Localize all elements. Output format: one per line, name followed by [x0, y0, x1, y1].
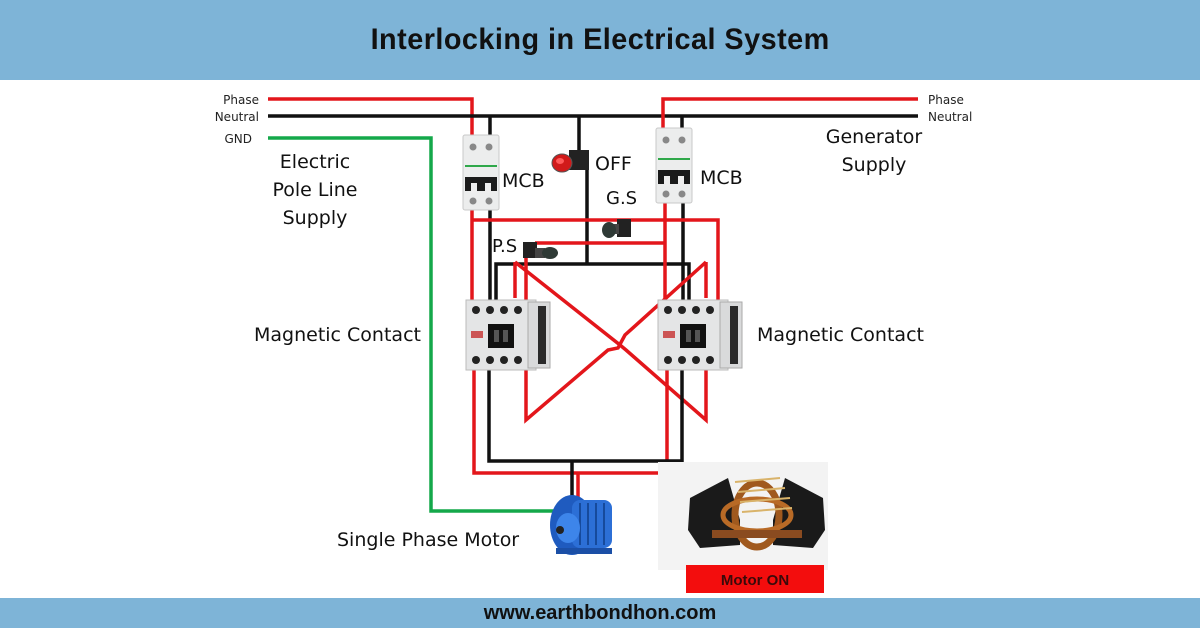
- motor-rotor-illustration: [658, 462, 828, 570]
- mcb-left-label: MCB: [502, 170, 545, 192]
- right-phase-wire: [661, 97, 918, 130]
- off-button[interactable]: [551, 150, 589, 173]
- ps-button-label: P.S: [492, 236, 517, 257]
- motor-label: Single Phase Motor: [337, 529, 519, 551]
- left-phase-label: Phase: [223, 93, 259, 107]
- left-supply-title-line2: Pole Line: [272, 179, 357, 201]
- mcb-right-label: MCB: [700, 167, 743, 189]
- left-supply-title-line1: Electric: [280, 151, 350, 173]
- wires: [268, 97, 918, 513]
- mcb-left[interactable]: [462, 134, 500, 211]
- footer-banner: www.earthbondhon.com: [0, 598, 1200, 628]
- left-supply-title-line3: Supply: [283, 207, 348, 229]
- off-button-label: OFF: [595, 153, 632, 175]
- left-neutral-label: Neutral: [215, 110, 259, 124]
- contactor-left-label: Magnetic Contact: [254, 324, 421, 346]
- title-banner: Interlocking in Electrical System: [0, 0, 1200, 80]
- right-supply-title-line2: Supply: [842, 154, 907, 176]
- gs-button-label: G.S: [606, 188, 637, 209]
- left-contactor-phase-out: [472, 370, 669, 475]
- interlock-wire-right: [524, 260, 708, 424]
- ps-button[interactable]: [523, 242, 558, 259]
- mcb-right[interactable]: [655, 127, 693, 204]
- single-phase-motor-icon: [550, 495, 612, 555]
- right-supply-title-line1: Generator: [826, 126, 923, 148]
- gnd-label: GND: [224, 132, 252, 146]
- gs-button[interactable]: [602, 219, 631, 238]
- contactor-right[interactable]: [657, 299, 743, 371]
- page-title: Interlocking in Electrical System: [370, 23, 830, 56]
- website-url[interactable]: www.earthbondhon.com: [483, 601, 717, 624]
- ground-wire: [268, 136, 560, 513]
- interlock-wire-left: [513, 260, 708, 424]
- contactor-right-label: Magnetic Contact: [757, 324, 924, 346]
- coil-neutral-bus: [494, 262, 691, 305]
- contactor-left[interactable]: [465, 299, 551, 371]
- left-contactor-neutral-out: [487, 370, 684, 463]
- gs-control-wire: [472, 218, 720, 305]
- right-neutral-label: Neutral: [928, 110, 972, 124]
- right-phase-label: Phase: [928, 93, 964, 107]
- left-phase-wire: [268, 97, 474, 140]
- motor-status-text: Motor ON: [721, 572, 789, 589]
- motor-status-badge: Motor ON: [686, 565, 824, 593]
